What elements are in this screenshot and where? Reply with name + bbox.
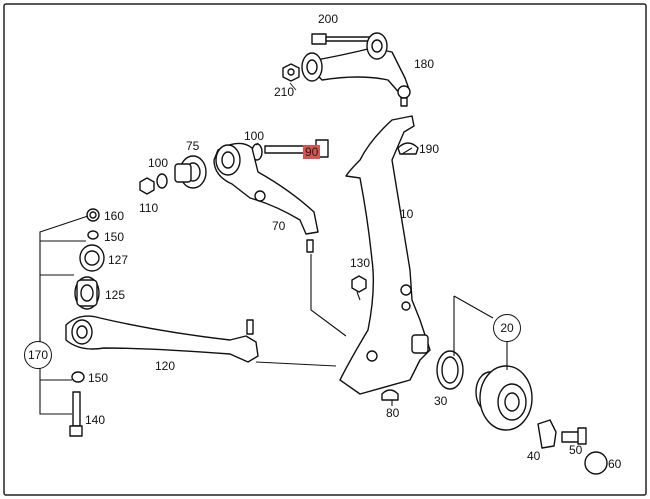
label-100b: 100 <box>148 156 169 170</box>
label-140: 140 <box>85 413 106 427</box>
label-100a: 100 <box>244 129 265 143</box>
label-30: 30 <box>434 394 448 408</box>
washer-150a <box>87 230 99 240</box>
label-130: 130 <box>350 256 371 270</box>
tension-strut-70 <box>213 142 319 235</box>
callout-bracket-170 <box>39 215 89 415</box>
cap-80 <box>381 389 399 401</box>
part-40 <box>537 419 557 449</box>
label-70: 70 <box>272 219 286 233</box>
callout-20: 20 <box>493 314 521 342</box>
label-127: 127 <box>108 253 129 267</box>
label-180: 180 <box>414 57 435 71</box>
frame <box>3 3 647 496</box>
lower-control-arm-120 <box>65 315 259 363</box>
bolt-200 <box>311 33 371 45</box>
label-110: 110 <box>139 201 159 215</box>
nut-130 <box>351 275 367 293</box>
callout-170: 170 <box>24 341 52 369</box>
label-150a: 150 <box>104 230 125 244</box>
ball-joint-180 <box>397 85 411 99</box>
label-75: 75 <box>186 139 200 153</box>
label-90-highlighted[interactable]: 90 <box>303 145 321 159</box>
washer-100b <box>156 173 168 189</box>
cap-190 <box>397 142 419 155</box>
label-125: 125 <box>105 288 126 302</box>
bolt-140 <box>72 391 81 427</box>
wheel-hub-20 <box>475 365 533 431</box>
label-40: 40 <box>527 449 541 463</box>
washer-150b <box>71 371 85 383</box>
label-60: 60 <box>608 457 622 471</box>
label-160: 160 <box>104 209 125 223</box>
label-210: 210 <box>274 85 295 99</box>
label-80: 80 <box>386 406 400 420</box>
label-10: 10 <box>400 207 414 221</box>
label-120: 120 <box>155 359 176 373</box>
label-200: 200 <box>318 12 339 26</box>
label-150b: 150 <box>88 371 109 385</box>
cap-60 <box>584 451 608 475</box>
label-50: 50 <box>569 443 583 457</box>
steering-knuckle-10 <box>339 115 431 395</box>
nut-110 <box>139 177 155 195</box>
label-190: 190 <box>419 142 440 156</box>
